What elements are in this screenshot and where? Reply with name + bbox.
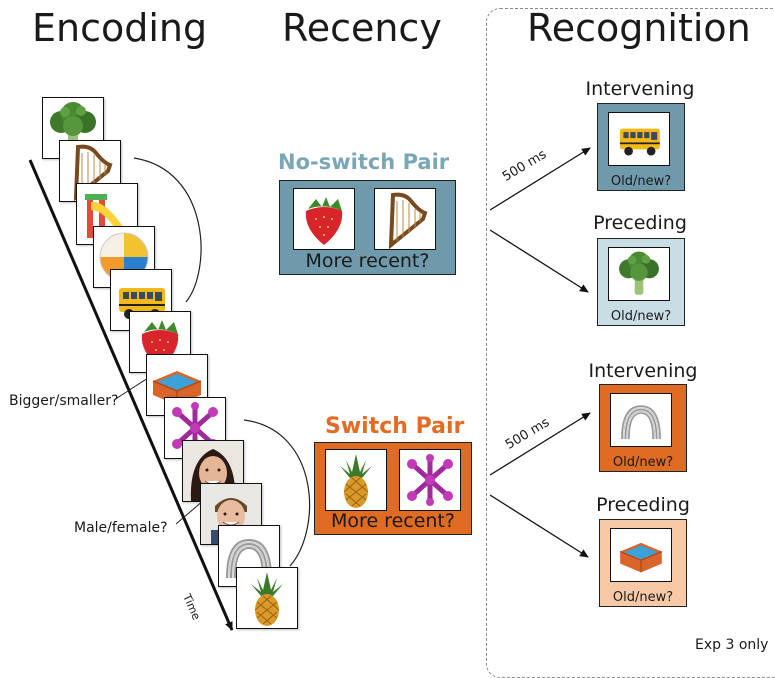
noswitch-pair-question: More recent? [305, 250, 430, 272]
bottom-preceding-panel: Old/new? [599, 519, 687, 607]
top-intervening-question: Old/new? [610, 174, 672, 189]
top-preceding-item-broccoli [608, 247, 670, 301]
encoding-item-pineapple [236, 567, 298, 629]
question-gender-label: Male/female? [74, 520, 168, 536]
noswitch-pair-panel: More recent? [279, 180, 456, 275]
top-preceding-title: Preceding [593, 212, 687, 234]
switch-item-pineapple [325, 449, 387, 511]
bottom-intervening-item-slinky [610, 393, 672, 447]
top-intervening-item-bus [608, 112, 670, 166]
bottom-preceding-title: Preceding [596, 494, 690, 516]
bottom-intervening-title: Intervening [588, 360, 698, 382]
switch-pair-panel: More recent? [314, 442, 472, 535]
bottom-intervening-question: Old/new? [612, 455, 674, 470]
heading-encoding: Encoding [32, 6, 208, 50]
noswitch-item-strawberry [293, 188, 355, 250]
time-axis-label: Time [180, 592, 203, 622]
bottom-intervening-panel: Old/new? [599, 384, 687, 472]
top-intervening-panel: Old/new? [597, 103, 685, 191]
heading-recognition: Recognition [527, 6, 751, 50]
bottom-preceding-question: Old/new? [612, 590, 674, 605]
bottom-preceding-item-hot-tub [610, 528, 672, 582]
question-pointer-size [113, 377, 149, 401]
switch-pair-question: More recent? [331, 510, 455, 532]
question-size-label: Bigger/smaller? [9, 393, 119, 409]
exp3-footnote: Exp 3 only [695, 637, 769, 653]
switch-pair-title: Switch Pair [325, 414, 465, 439]
top-intervening-title: Intervening [585, 78, 695, 100]
noswitch-pair-title: No-switch Pair [278, 150, 450, 174]
top-preceding-question: Old/new? [610, 309, 672, 324]
top-preceding-panel: Old/new? [597, 238, 685, 326]
switch-item-jacks [399, 449, 461, 511]
heading-recency: Recency [282, 6, 442, 50]
noswitch-item-harp [374, 188, 436, 250]
